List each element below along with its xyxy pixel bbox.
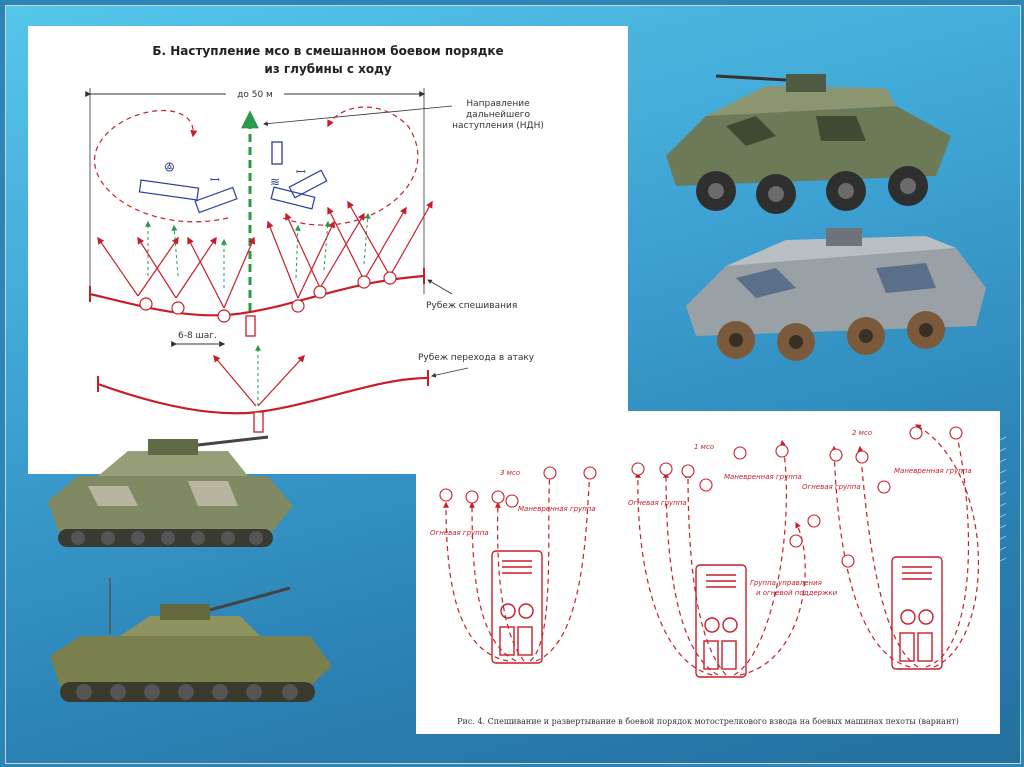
bmp-image-1 bbox=[38, 431, 298, 571]
label-squad3: 3 мсо bbox=[500, 469, 520, 477]
dismount-line-label: Рубеж спешивания bbox=[426, 301, 517, 311]
bmp-2-image bbox=[40, 576, 340, 726]
figure-caption: Рис. 4. Спешивание и развертывание в бое… bbox=[416, 717, 1000, 726]
slide: Б. Наступление мсо в смешанном боевом по… bbox=[5, 5, 1021, 764]
spacing-label: 6-8 шаг. bbox=[178, 331, 217, 341]
bmp-topview-1 bbox=[696, 565, 746, 677]
svg-text:ꟷ: ꟷ bbox=[296, 165, 306, 179]
bmp-topview-2 bbox=[892, 557, 942, 669]
loop-path-left bbox=[95, 111, 228, 222]
btr-80-image-2 bbox=[676, 218, 996, 373]
direction-label-3: наступления (НДН) bbox=[452, 121, 544, 131]
label-fire-group-c: Огневая группа bbox=[802, 483, 861, 491]
deployment-paths bbox=[446, 425, 978, 675]
attack-diagram-svg: до 50 м Направление дальнейшего наступле… bbox=[28, 26, 628, 474]
deployment-diagram-svg: 3 мсо 1 мсо 2 мсо Огневая группа Маневре… bbox=[416, 411, 1000, 711]
soldier-markers bbox=[140, 272, 396, 322]
support-arrows bbox=[148, 214, 368, 288]
vehicle-mark-lower bbox=[254, 412, 263, 432]
label-squad2: 2 мсо bbox=[852, 429, 872, 437]
svg-text:ꟷ: ꟷ bbox=[210, 173, 220, 187]
direction-label-1: Направление bbox=[466, 99, 530, 109]
label-fire-group-b: Огневая группа bbox=[628, 499, 687, 507]
deployment-diagram-panel: 3 мсо 1 мсо 2 мсо Огневая группа Маневре… bbox=[416, 411, 1000, 734]
bmp-topview-3 bbox=[492, 551, 542, 663]
vehicle-symbols: ꔮ ꟷ ≋ ꟷ bbox=[139, 142, 326, 212]
direction-label-2: дальнейшего bbox=[466, 110, 531, 120]
svg-text:≋: ≋ bbox=[270, 175, 280, 189]
distance-label: до 50 м bbox=[237, 90, 273, 100]
attack-diagram-panel: Б. Наступление мсо в смешанном боевом по… bbox=[28, 26, 628, 474]
btr-80-image-1 bbox=[646, 46, 966, 216]
label-maneuver-group-b: Маневренная группа bbox=[724, 473, 802, 481]
svg-text:ꔮ: ꔮ bbox=[164, 160, 175, 176]
label-maneuver-group-c: Маневренная группа bbox=[894, 467, 972, 475]
label-squad1: 1 мсо bbox=[694, 443, 714, 451]
vehicle-mark-upper bbox=[246, 316, 255, 336]
dismount-line bbox=[90, 276, 424, 315]
label-maneuver-group-a: Маневренная группа bbox=[518, 505, 596, 513]
advance-arrows bbox=[214, 356, 304, 406]
label-control-group-1: Группа управления bbox=[750, 579, 822, 587]
attack-line bbox=[98, 378, 428, 413]
label-fire-group-a: Огневая группа bbox=[430, 529, 489, 537]
label-control-group-2: и огневой поддержки bbox=[756, 589, 838, 597]
attack-line-label: Рубеж перехода в атаку bbox=[418, 353, 535, 363]
